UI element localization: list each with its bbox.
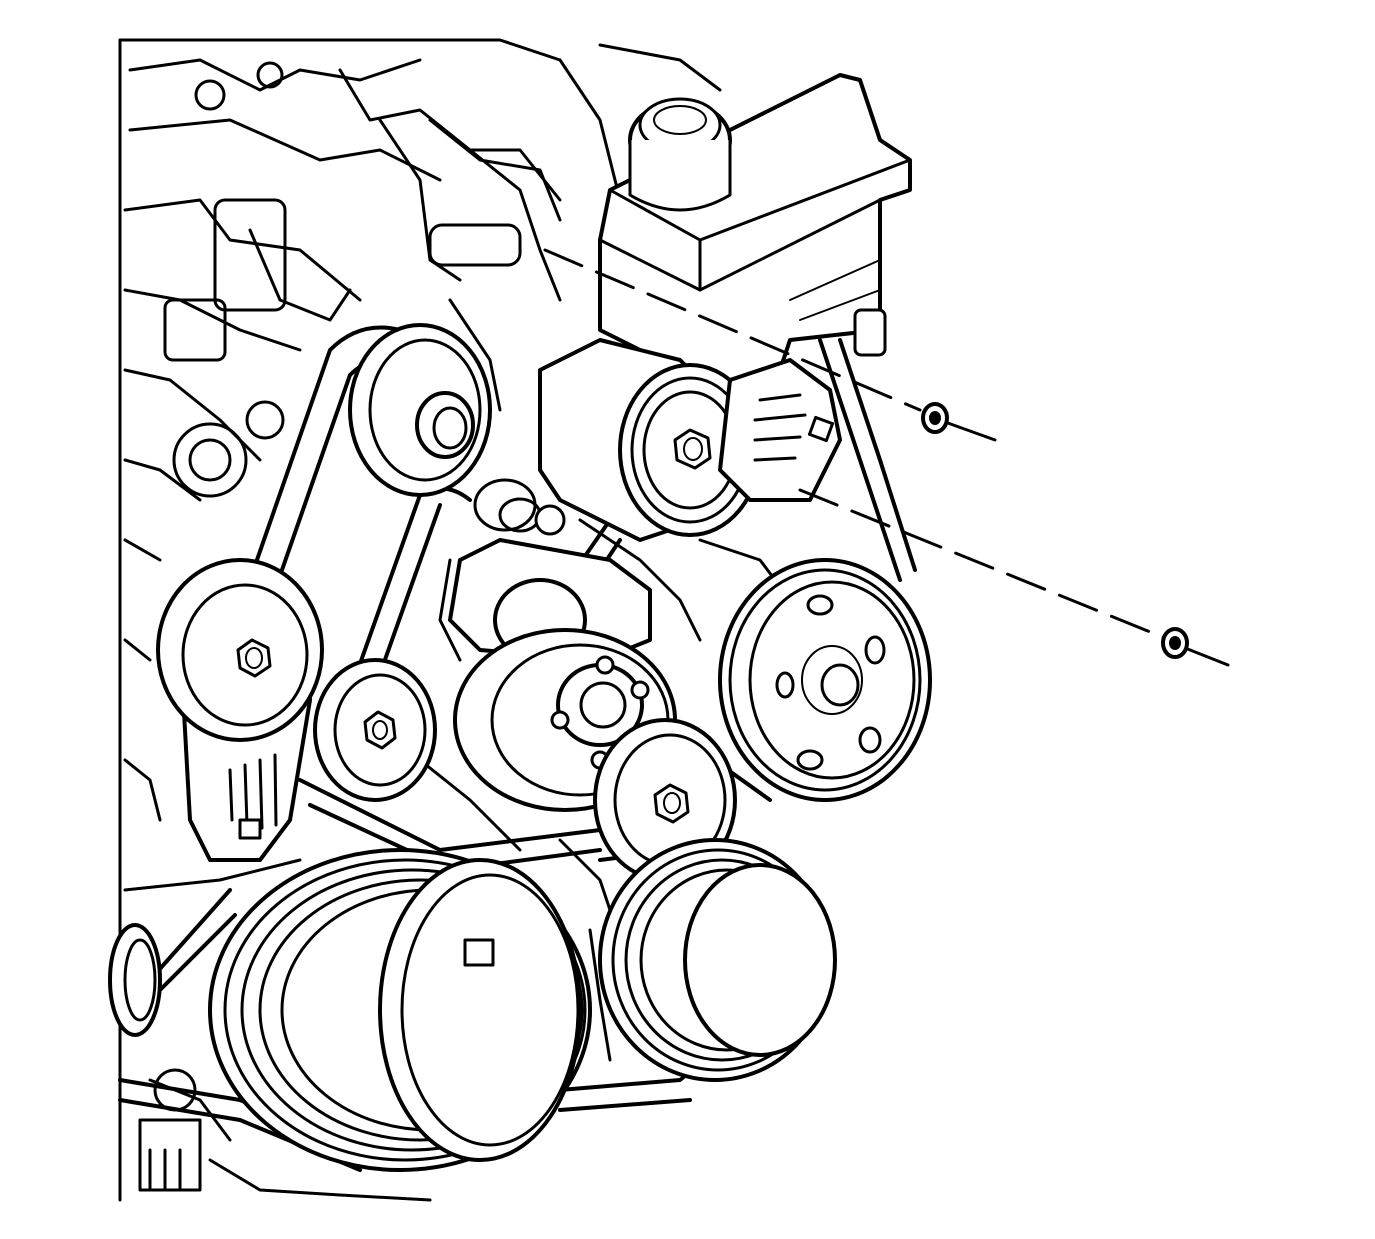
belt-tensioner-bracket-upper	[718, 358, 842, 502]
reservoir-mounting-nut-upper	[543, 248, 997, 442]
coolant-reservoir	[598, 73, 912, 382]
belt-tensioner	[156, 558, 324, 862]
reservoir-mounting-nut-lower	[798, 488, 1230, 667]
upper-idler-pulley	[348, 323, 492, 497]
left-edge-pulley	[108, 923, 162, 1037]
engine-block	[118, 38, 792, 1202]
air-conditioning-compressor-pulley	[598, 838, 837, 1082]
idler-pulley-lower-left	[313, 658, 437, 802]
power-steering-pump-pulley	[718, 558, 932, 802]
crankshaft-pulley	[208, 848, 592, 1172]
